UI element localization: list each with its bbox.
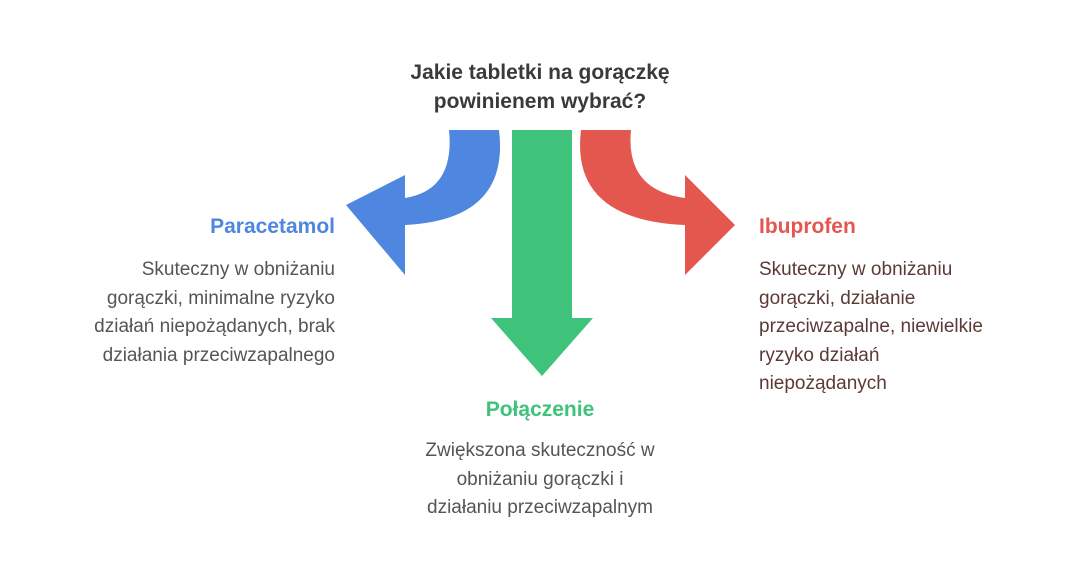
option-heading-paracetamol: Paracetamol xyxy=(210,215,335,238)
description-line: działań niepożądanych, brak xyxy=(94,316,335,337)
option-description-ibuprofen: Skuteczny w obniżaniu gorączki, działani… xyxy=(759,256,1059,399)
description-line: niepożądanych xyxy=(759,373,887,394)
description-line: działaniu przeciwzapalnym xyxy=(427,497,653,518)
left-arrow-blue xyxy=(346,130,501,275)
option-description-paracetamol: Skuteczny w obniżaniu gorączki, minimaln… xyxy=(15,256,335,370)
description-line: gorączki, działanie xyxy=(759,287,916,309)
option-heading-ibuprofen: Ibuprofen xyxy=(759,215,856,238)
question-title-line-1: Jakie tabletki na gorączkę xyxy=(410,61,670,84)
right-arrow-red xyxy=(580,130,735,275)
description-line: obniżaniu gorączki i xyxy=(456,468,624,490)
description-line: przeciwzapalne, niewielkie xyxy=(759,316,983,337)
description-line: gorączki, minimalne ryzyko xyxy=(106,287,335,309)
option-description-combination: Zwiększona skuteczność w obniżaniu gorąc… xyxy=(360,437,720,523)
option-heading-combination: Połączenie xyxy=(485,398,595,421)
description-line: Skuteczny w obniżaniu xyxy=(759,259,953,280)
question-title: Jakie tabletki na gorączkę powinienem wy… xyxy=(340,58,740,116)
description-line: ryzyko działań xyxy=(759,344,880,366)
description-line: Zwiększona skuteczność w xyxy=(425,440,655,461)
description-line: działania przeciwzapalnego xyxy=(102,344,335,366)
question-title-line-2: powinienem wybrać? xyxy=(433,90,647,113)
center-arrow-green xyxy=(491,130,593,376)
description-line: Skuteczny w obniżaniu xyxy=(141,259,335,280)
